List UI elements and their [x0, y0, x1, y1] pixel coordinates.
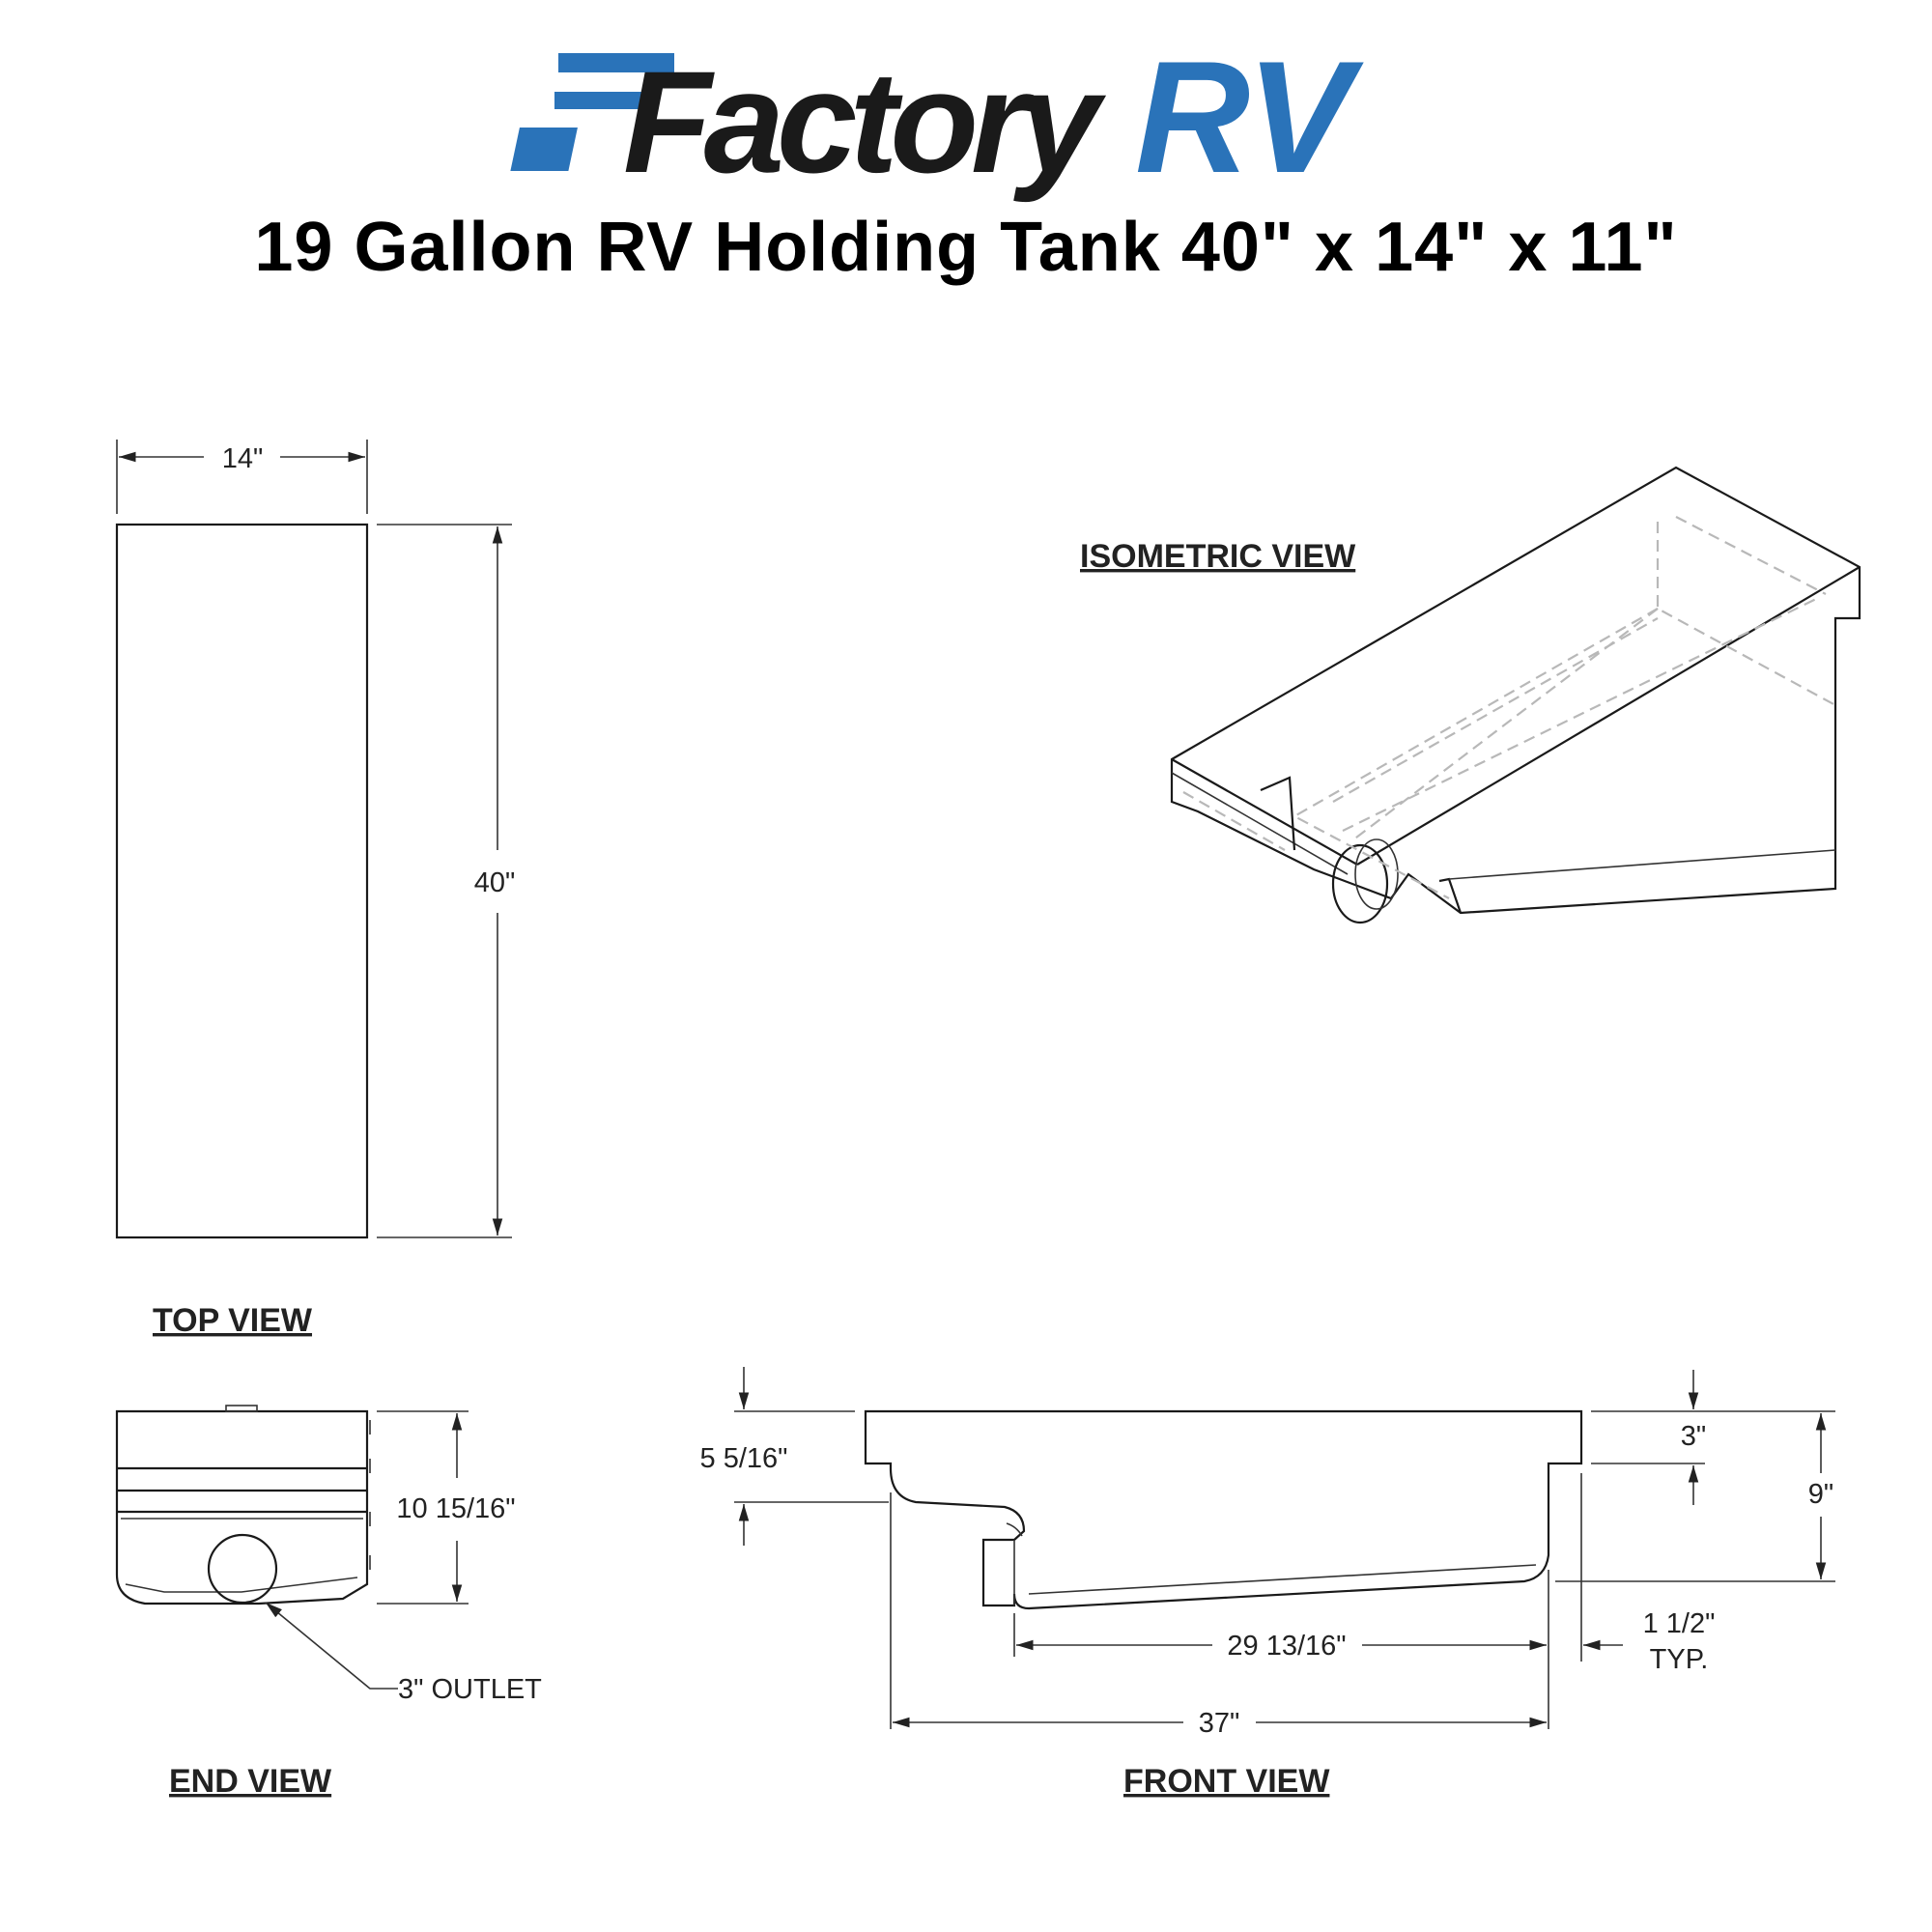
page-title: 19 Gallon RV Holding Tank 40" x 14" x 11…	[254, 209, 1678, 286]
isometric-view-label: ISOMETRIC VIEW	[1080, 538, 1356, 575]
logo-factory-text: Factory	[623, 41, 1106, 203]
front-view-label: FRONT VIEW	[1123, 1763, 1330, 1800]
top-view-outline	[115, 523, 369, 1239]
top-view-label: TOP VIEW	[153, 1302, 313, 1339]
factory-rv-logo: Factory RV	[510, 28, 1368, 206]
front-view: 5 5/16" 3" 9" 29 13/16" 1 1/2" TYP. 37" …	[700, 1367, 1835, 1800]
isometric-view: ISOMETRIC VIEW	[1080, 466, 1861, 924]
end-view: 10 15/16" 3" OUTLET END VIEW	[115, 1405, 542, 1800]
top-width-dimension: 14"	[222, 443, 264, 474]
end-view-outline	[115, 1409, 369, 1605]
top-length-dimension: 40"	[474, 867, 516, 898]
front-step-dimension: 5 5/16"	[700, 1443, 788, 1474]
outlet-circle	[207, 1533, 278, 1605]
end-height-dimension: 10 15/16"	[396, 1493, 515, 1524]
front-view-outline	[864, 1409, 1583, 1610]
logo-rv-text: RV	[1135, 28, 1364, 206]
end-view-label: END VIEW	[169, 1763, 332, 1800]
top-view: 14" 40" TOP VIEW	[115, 440, 516, 1339]
front-flange-note: TYP.	[1650, 1644, 1709, 1675]
front-flange-dimension: 1 1/2"	[1643, 1608, 1716, 1639]
front-height-dimension: 9"	[1808, 1479, 1833, 1510]
front-sump-dimension: 29 13/16"	[1227, 1631, 1346, 1662]
front-length-dimension: 37"	[1199, 1708, 1240, 1739]
logo-factory-mark: Factory	[510, 41, 1114, 203]
outlet-label: 3" OUTLET	[398, 1674, 542, 1705]
front-lip-dimension: 3"	[1681, 1421, 1706, 1452]
